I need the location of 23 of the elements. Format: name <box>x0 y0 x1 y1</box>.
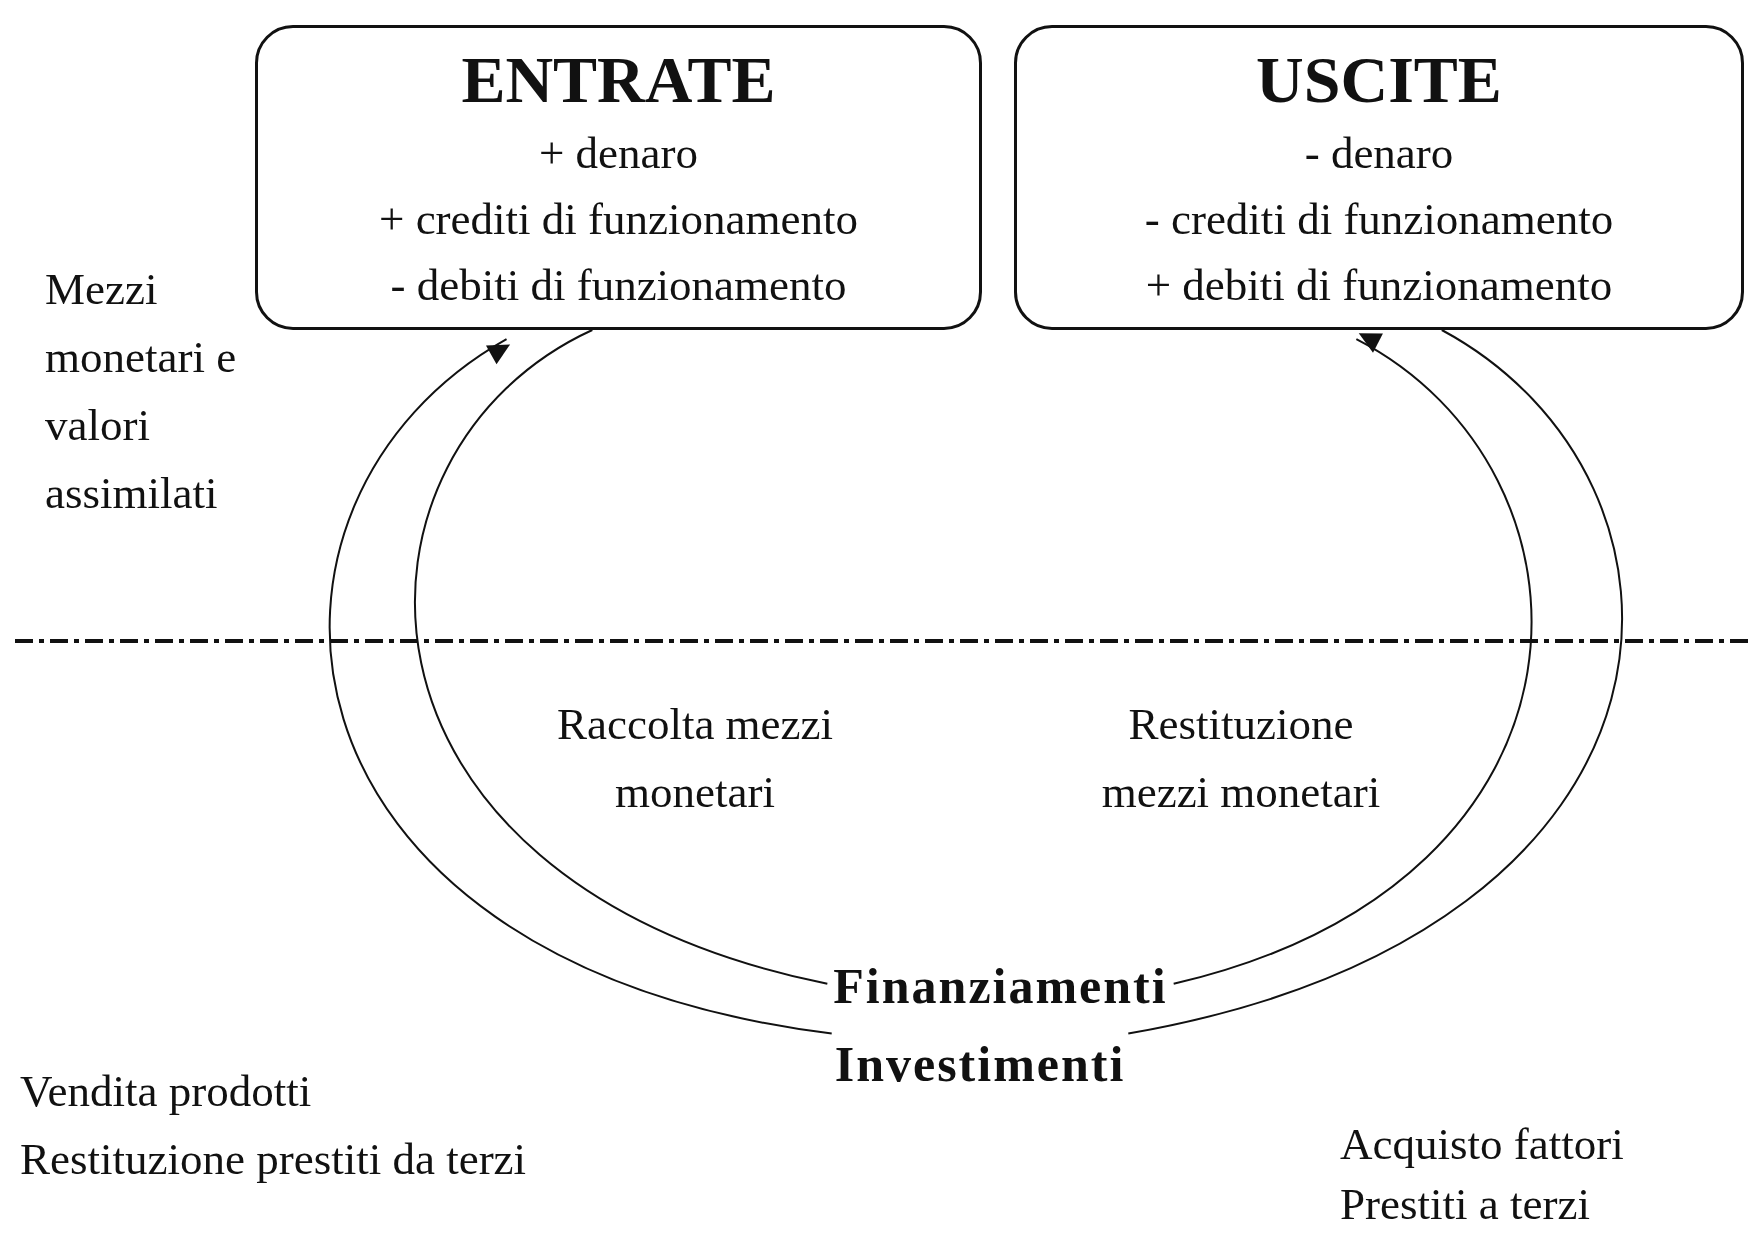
node-text: Investimenti <box>828 1024 1132 1104</box>
annotation-text: Mezzi monetari e valori assimilati <box>45 263 238 520</box>
box-line: + denaro <box>538 127 699 180</box>
box-line: + crediti di funzionamento <box>379 193 858 246</box>
annotation-text: Restituzione prestiti da terzi <box>20 1133 528 1186</box>
node-text: Finanziamenti <box>827 950 1174 1022</box>
annotation-text: Acquisto fattori <box>1340 1118 1625 1171</box>
curved-arrow <box>329 338 833 1035</box>
rounded-box <box>255 25 982 330</box>
annotation-text: Restituzione mezzi monetari <box>1100 698 1382 819</box>
box-title: ENTRATE <box>461 42 776 118</box>
curved-line <box>414 329 829 985</box>
annotation-text: Vendita prodotti <box>20 1065 313 1118</box>
annotation-text: Raccolta mezzi monetari <box>555 698 835 819</box>
box-line: - crediti di funzionamento <box>1144 193 1614 246</box>
box-line: - denaro <box>1304 127 1454 180</box>
box-title: USCITE <box>1256 42 1502 118</box>
box-line: - debiti di funzionamento <box>390 259 847 312</box>
rounded-box <box>1014 25 1744 330</box>
box-line: + debiti di funzionamento <box>1145 259 1613 312</box>
curved-arrow <box>1172 333 1533 985</box>
annotation-text: Prestiti a terzi <box>1340 1178 1591 1231</box>
curved-line <box>1127 329 1623 1035</box>
